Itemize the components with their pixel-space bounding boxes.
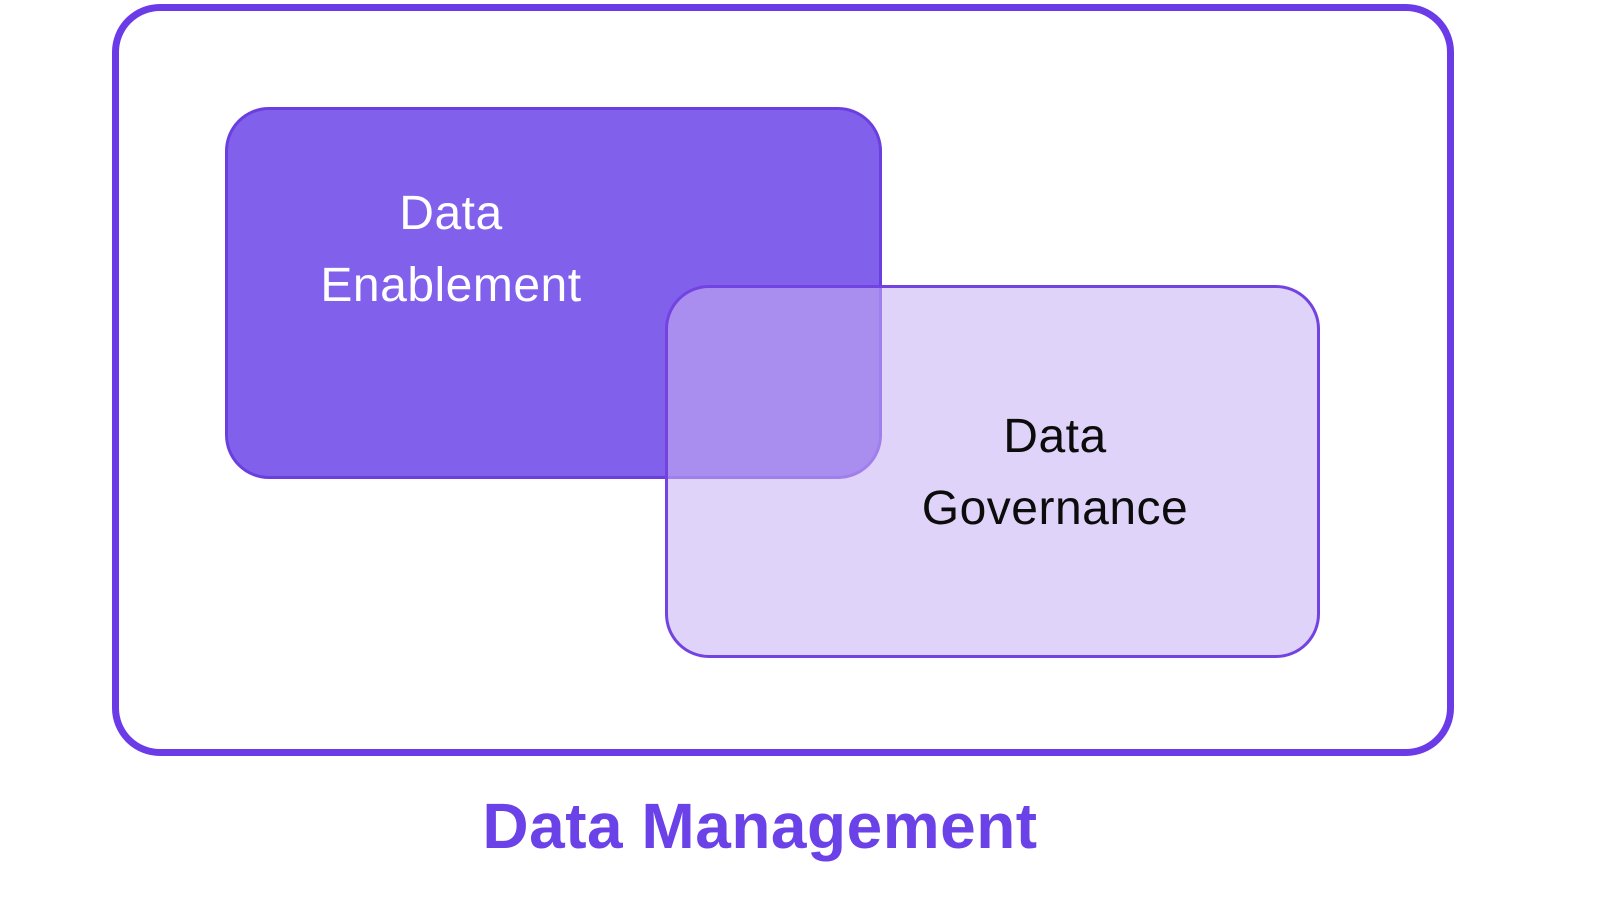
data-governance-box [665,285,1320,658]
data-enablement-label: Data Enablement [231,178,671,322]
data-governance-label-line1: Data [1003,410,1107,463]
data-governance-label: Data Governance [835,401,1275,545]
diagram-title: Data Management [482,790,1038,862]
data-governance-label-line2: Governance [921,482,1189,535]
data-enablement-label-line1: Data [399,187,503,240]
data-enablement-label-line2: Enablement [320,259,582,312]
